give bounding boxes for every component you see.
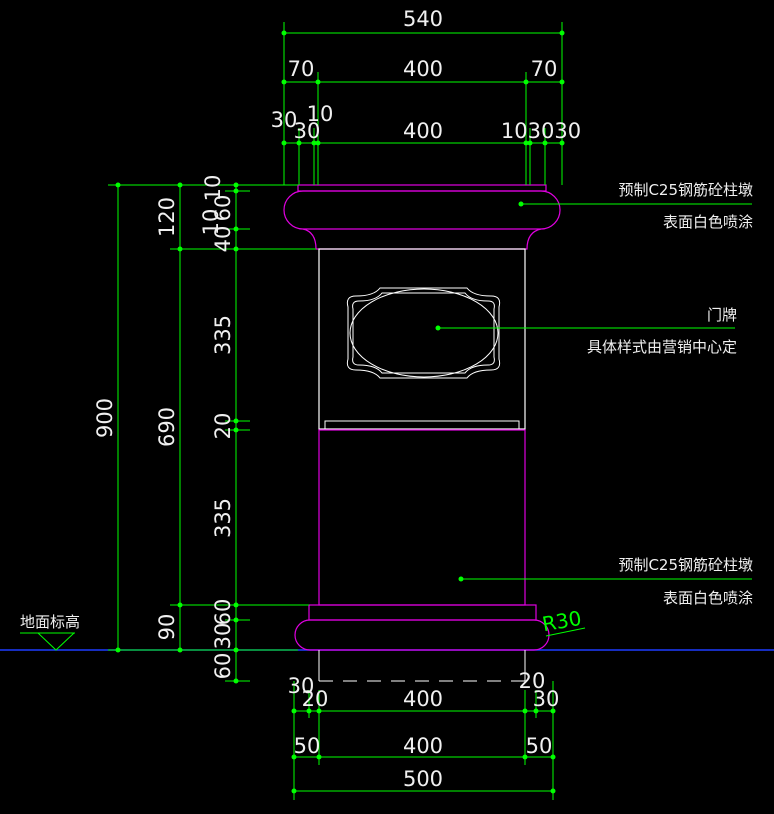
dim-left-mid-joint: 20 [211,413,235,440]
dim-bottom-row2-left: 50 [294,734,321,758]
dim-left-fine-a: 10 [201,175,225,202]
dim-top-row3-right-run: 103030 [501,119,581,143]
base-note-line1: 预制C25钢筋砼柱墩 [618,556,753,574]
bottom-dimensions [291,681,556,800]
cap-bulge [283,190,561,230]
dim-top-row3-mid: 400 [403,119,443,143]
dim-left-base: 90 [155,614,179,641]
dim-bottom-row2-mid: 400 [403,734,443,758]
dim-top-row3-c: 10 [307,102,334,126]
dim-bottom-row1-a: 30 [288,674,315,698]
left-dimensions [108,182,316,684]
shaft-upper [318,248,526,430]
dim-top-row2-left: 70 [288,57,315,81]
top-dimensions [281,22,565,185]
cap-note-line2: 表面白色喷涂 [663,213,753,231]
dim-bottom-row1-b: 20 [302,687,329,711]
base-bulge [294,619,550,651]
plate-note-line1: 门牌 [707,306,737,324]
ground-level-label: 地面标高 [20,613,80,631]
nameplate-ellipse [349,288,499,378]
dim-left-fine-b: 60 [211,195,235,222]
plate-annotation: 门牌 具体样式由营销中心定 [435,306,737,356]
dim-top-row2-mid: 400 [403,57,443,81]
base-note-line2: 表面白色喷涂 [663,589,753,607]
plate-note-line2: 具体样式由营销中心定 [587,338,737,356]
dim-left-mid-lower: 335 [211,498,235,538]
dim-left-fine-c: 10 [199,209,223,236]
dim-left-shaft: 690 [155,407,179,447]
dim-left-fine-d: 40 [211,226,235,253]
cap-note-line1: 预制C25钢筋砼柱墩 [618,181,753,199]
cap-top-band [297,184,547,192]
dim-left-fine-e: 60 [211,599,235,626]
dim-bottom-row1-e: 30 [533,687,560,711]
dim-left-mid-upper: 335 [211,315,235,355]
nameplate-inner-frame [352,292,495,374]
dim-top-row2-right: 70 [531,57,558,81]
radius-label: R30 [540,606,583,636]
dim-bottom-row2-right: 50 [526,734,553,758]
dim-top-overall: 540 [403,7,443,31]
dim-bottom-row1-mid: 400 [403,687,443,711]
dim-left-fine-g: 60 [211,653,235,680]
base-step [308,604,537,621]
dim-left-total: 900 [93,398,117,438]
dim-bottom-overall: 500 [403,767,443,791]
base-annotation: 预制C25钢筋砼柱墩 表面白色喷涂 [458,556,753,607]
dim-bottom-row1-d: 20 [519,669,546,693]
nameplate-frame [346,287,501,379]
cap-annotation: 预制C25钢筋砼柱墩 表面白色喷涂 [518,181,753,231]
dim-top-row3-b: 30 [294,119,321,143]
dim-left-fine-f: 30 [211,623,235,650]
cap-neck [302,228,542,250]
pillar-outline [283,184,561,682]
dim-top-row3-a: 30 [271,108,298,132]
dim-left-cap: 120 [155,197,179,237]
nameplate [346,287,501,379]
ground-level-marker: 地面标高 [20,613,80,651]
radius-leader [545,627,586,637]
